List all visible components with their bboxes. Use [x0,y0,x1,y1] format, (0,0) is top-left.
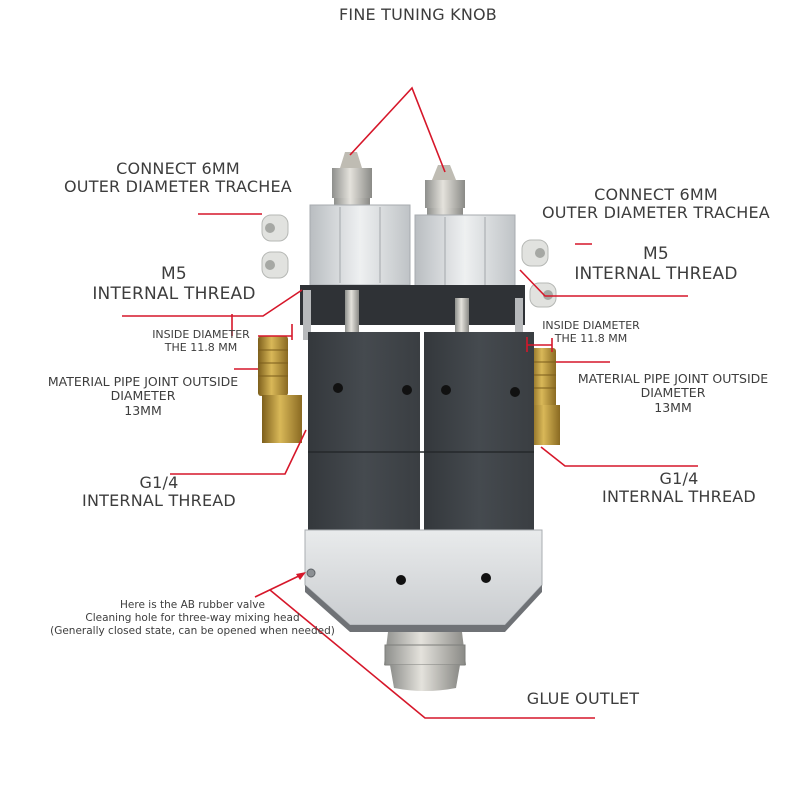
fine-tuning-knob-label: FINE TUNING KNOB [339,5,497,24]
brass-fitting-right [530,348,560,445]
glue-outlet-nozzle [384,632,466,691]
right-material-pipe-label: MATERIAL PIPE JOINT OUTSIDE DIAMETER 13M… [577,371,769,415]
left-material-pipe-label: MATERIAL PIPE JOINT OUTSIDE DIAMETER 13M… [47,374,239,418]
left-inside-diameter-label: INSIDE DIAMETER THE 11.8 MM [152,328,250,354]
right-g14-thread-label: G1/4 INTERNAL THREAD [602,469,756,507]
glue-outlet-label: GLUE OUTLET [526,689,640,708]
brass-fitting-left [258,336,302,443]
leader-lines [122,86,698,719]
right-inside-diameter-label: INSIDE DIAMETER THE 11.8 MM [542,319,640,345]
left-trachea-label: CONNECT 6MM OUTER DIAMETER TRACHEA [64,159,292,197]
right-m5-thread-label: M5 INTERNAL THREAD [574,244,738,284]
left-m5-thread-label: M5 INTERNAL THREAD [92,264,256,304]
right-trachea-label: CONNECT 6MM OUTER DIAMETER TRACHEA [542,185,770,223]
cleaning-hole-label: Here is the AB rubber valve Cleaning hol… [50,599,335,638]
left-g14-thread-label: G1/4 INTERNAL THREAD [82,473,236,511]
